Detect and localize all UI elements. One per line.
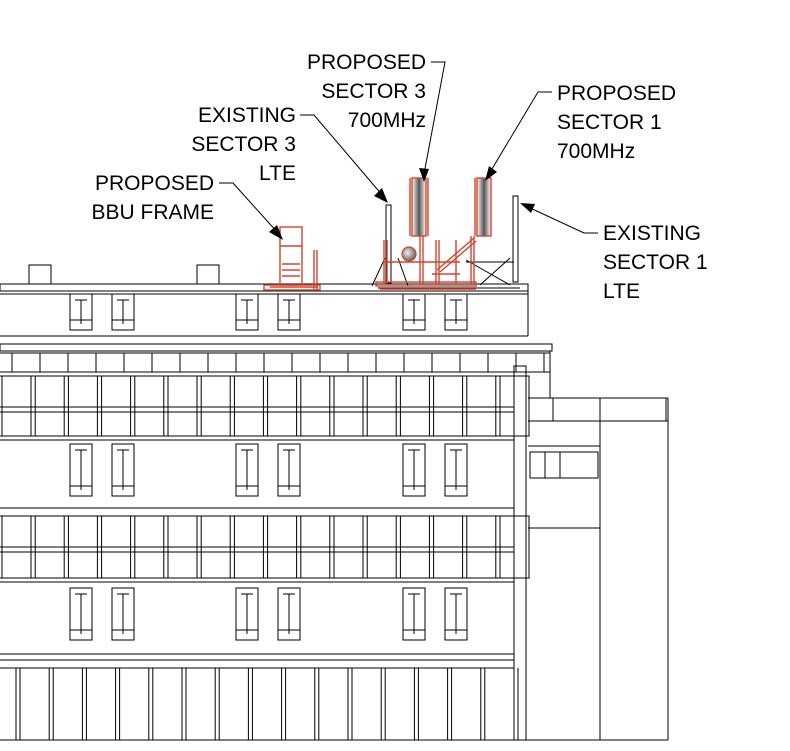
ribbon-window-panel	[1, 515, 32, 579]
ribbon-window-panel	[499, 375, 530, 437]
callout-line-2: SECTOR 3	[191, 133, 296, 156]
ribbon-window-panel	[34, 375, 65, 437]
callout-line-1: PROPOSED	[95, 172, 214, 195]
callout-proposed-sector-3: PROPOSED SECTOR 3 700MHz	[307, 51, 446, 182]
ribbon-window-panel	[1, 375, 32, 437]
building-structure	[0, 264, 669, 741]
ribbon-window-panel	[134, 515, 165, 579]
ribbon-window-panel	[300, 375, 331, 437]
proposed-bbu-frame	[263, 226, 321, 291]
ribbon-window-panel	[399, 515, 430, 579]
callout-line-3: LTE	[259, 162, 296, 185]
microwave-dish	[401, 246, 417, 262]
existing-sector-3-antenna	[385, 204, 392, 284]
callout-line-2: SECTOR 1	[603, 251, 708, 274]
window	[444, 293, 468, 331]
window	[111, 587, 135, 641]
ribbon-window-panel	[67, 375, 98, 437]
callout-proposed-bbu: PROPOSED BBU FRAME	[91, 172, 283, 240]
window	[235, 443, 259, 497]
callout-line-2: SECTOR 1	[557, 111, 662, 134]
window	[111, 443, 135, 497]
window	[402, 587, 426, 641]
callout-existing-sector-3: EXISTING SECTOR 3 LTE	[191, 104, 388, 203]
ribbon-window-panel	[466, 375, 497, 437]
ribbon-window-panel	[233, 375, 264, 437]
ribbon-window-panel	[366, 515, 397, 579]
ribbon-window-panel	[267, 375, 298, 437]
callout-line-3: 700MHz	[348, 109, 426, 132]
window	[235, 293, 259, 331]
window	[69, 443, 93, 497]
window	[402, 293, 426, 331]
window	[444, 587, 468, 641]
callout-proposed-sector-1: PROPOSED SECTOR 1 700MHz	[485, 82, 676, 181]
window	[277, 293, 301, 331]
window	[111, 293, 135, 331]
ribbon-window-panel	[267, 515, 298, 579]
callout-existing-sector-1: EXISTING SECTOR 1 LTE	[520, 203, 708, 303]
proposed-sector-3-antenna	[409, 177, 429, 237]
callout-line-1: PROPOSED	[557, 82, 676, 105]
window	[69, 587, 93, 641]
window	[277, 587, 301, 641]
ribbon-window-panel	[399, 375, 430, 437]
ribbon-window-panel	[233, 515, 264, 579]
callout-line-1: EXISTING	[198, 104, 296, 127]
ribbon-window-panel	[101, 375, 132, 437]
ribbon-window-panel	[433, 515, 464, 579]
ribbon-window-panel	[333, 375, 364, 437]
ribbon-window-panel	[466, 515, 497, 579]
window	[69, 293, 93, 331]
proposed-sector-1-antenna	[474, 177, 492, 237]
ribbon-window-panel	[167, 515, 198, 579]
window	[402, 443, 426, 497]
window	[277, 443, 301, 497]
ribbon-window-panel	[433, 375, 464, 437]
callout-line-3: 700MHz	[557, 140, 635, 163]
ribbon-window-panel	[101, 515, 132, 579]
ribbon-window-panel	[134, 375, 165, 437]
callout-line-2: SECTOR 3	[321, 80, 426, 103]
callout-line-1: EXISTING	[603, 222, 701, 245]
ribbon-window-panel	[499, 515, 530, 579]
ribbon-window-panel	[67, 515, 98, 579]
building-facade	[1, 293, 545, 740]
existing-sector-1-antenna	[512, 195, 519, 283]
ribbon-window-panel	[366, 375, 397, 437]
ribbon-window-panel	[333, 515, 364, 579]
proposed-equipment	[263, 177, 492, 291]
window	[235, 587, 259, 641]
ribbon-window-panel	[200, 515, 231, 579]
ribbon-window-panel	[200, 375, 231, 437]
callout-line-1: PROPOSED	[307, 51, 426, 74]
ribbon-window-panel	[300, 515, 331, 579]
callout-line-2: BBU FRAME	[91, 201, 214, 224]
ribbon-window-panel	[34, 515, 65, 579]
ribbon-window-panel	[167, 375, 198, 437]
callout-line-3: LTE	[603, 280, 640, 303]
window	[444, 443, 468, 497]
